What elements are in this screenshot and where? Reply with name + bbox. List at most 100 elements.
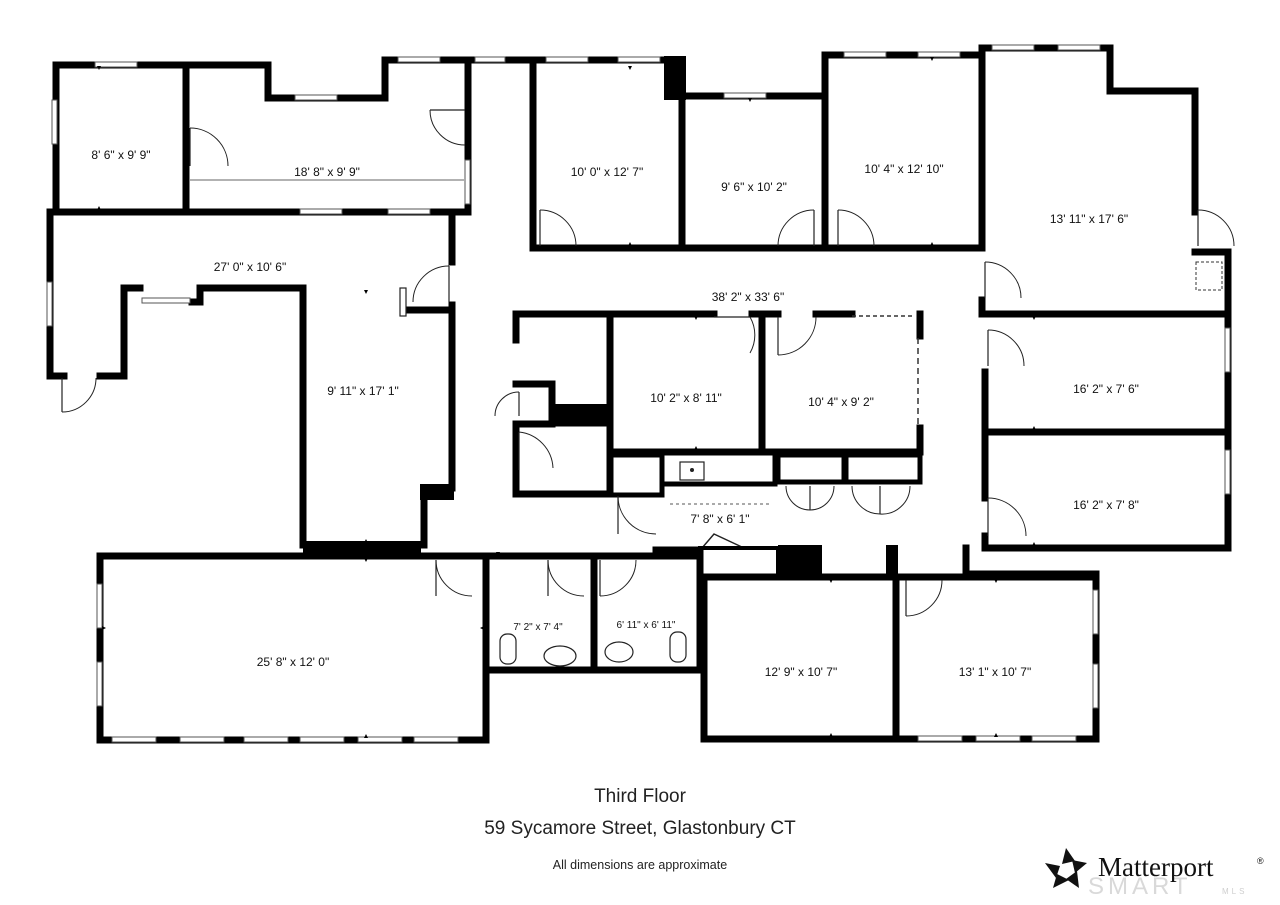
window	[299, 208, 343, 215]
wall-room-9-right	[420, 301, 456, 549]
tick	[694, 446, 698, 450]
tick	[97, 206, 101, 210]
sliding-opening	[1195, 261, 1223, 291]
wall-room-7-step2	[188, 284, 307, 306]
floor-title: Third Floor	[594, 786, 686, 807]
room-label-11: 10' 4" x 9' 2"	[808, 395, 874, 409]
wall-room-17	[700, 573, 900, 743]
window	[111, 736, 157, 743]
door	[785, 485, 835, 511]
tick	[496, 552, 500, 556]
wall-room-7-step	[96, 284, 144, 380]
room-label-7: 27' 0" x 10' 6"	[214, 260, 286, 274]
wall-closet-a	[512, 380, 614, 498]
door	[494, 391, 520, 417]
window	[1057, 44, 1101, 51]
door	[1197, 209, 1235, 247]
door	[714, 316, 756, 354]
trademark-symbol: ®	[1257, 856, 1264, 866]
door	[851, 485, 911, 515]
door	[617, 495, 657, 535]
doors	[61, 109, 1235, 617]
wall-room-15	[96, 552, 490, 744]
window	[96, 583, 103, 629]
door	[777, 316, 817, 356]
wall-column-c	[886, 545, 898, 577]
window	[46, 281, 53, 327]
window	[474, 56, 506, 63]
tick	[829, 733, 833, 737]
window	[387, 208, 431, 215]
wall-room-6	[978, 44, 1199, 216]
room-label-2: 18' 8" x 9' 9"	[294, 165, 360, 179]
wall-room-15-top	[303, 541, 421, 558]
wall-column-b	[778, 545, 822, 577]
tick	[628, 242, 632, 246]
tick	[97, 66, 101, 70]
door	[61, 377, 97, 413]
window	[357, 736, 403, 743]
tick	[994, 579, 998, 583]
wall-room-9	[299, 284, 424, 549]
sink-icon	[543, 645, 577, 667]
wall-room-6-right	[978, 248, 1232, 318]
tick	[694, 316, 698, 320]
room-label-15: 25' 8" x 12' 0"	[257, 655, 329, 669]
room-label-14: 7' 8" x 6' 1"	[690, 512, 749, 526]
wall-room-1	[52, 61, 190, 216]
dimensions-note: All dimensions are approximate	[552, 858, 728, 872]
room-label-12: 16' 2" x 7' 6"	[1073, 382, 1139, 396]
windows	[46, 44, 1231, 743]
wall-counter	[659, 452, 778, 487]
room-label-13: 16' 2" x 7' 8"	[1073, 498, 1139, 512]
door	[987, 497, 1027, 537]
window	[617, 56, 661, 63]
window	[843, 51, 887, 58]
window	[1224, 327, 1231, 373]
tick	[364, 734, 368, 738]
tick	[628, 66, 632, 70]
wall-closet-block	[552, 404, 610, 424]
door	[412, 265, 450, 303]
wall-room-7	[46, 208, 456, 266]
wall-column	[664, 56, 686, 100]
wall-room-7-left	[46, 208, 68, 380]
window	[179, 736, 225, 743]
window	[917, 735, 963, 742]
smart-mls-watermark: SMART	[1088, 873, 1192, 899]
tick	[364, 558, 368, 562]
wall-kitchenette	[607, 452, 665, 498]
closet-shelf	[399, 287, 407, 317]
room-label-4: 9' 6" x 10' 2"	[721, 180, 787, 194]
matterport-wordmark: Matterport	[1098, 852, 1214, 882]
tick	[364, 290, 368, 294]
wall-room-2	[182, 56, 472, 216]
tick	[1032, 426, 1036, 430]
window	[413, 736, 459, 743]
wall-closet-c	[775, 452, 847, 485]
wall-room-3	[529, 56, 686, 252]
window	[299, 736, 345, 743]
matterport-mark-icon	[1045, 848, 1087, 888]
window	[243, 736, 289, 743]
tick	[102, 626, 106, 630]
window	[1031, 735, 1077, 742]
door	[837, 209, 875, 247]
room-label-8: 38' 2" x 33' 6"	[712, 290, 784, 304]
window	[294, 94, 338, 101]
door	[435, 559, 473, 597]
window	[991, 44, 1035, 51]
door	[429, 109, 466, 146]
door	[987, 329, 1025, 367]
wall-core-left	[512, 310, 614, 454]
window	[1224, 449, 1231, 495]
wall-room-12	[981, 428, 1232, 552]
fixtures	[399, 287, 705, 667]
room-label-17: 6' 11" x 6' 11"	[617, 620, 676, 631]
sink-icon	[604, 641, 634, 663]
toilet-icon	[669, 631, 687, 663]
door	[599, 559, 637, 597]
door	[189, 127, 229, 167]
property-address: 59 Sycamore Street, Glastonbury CT	[484, 818, 796, 839]
stair-hatch	[701, 533, 745, 549]
